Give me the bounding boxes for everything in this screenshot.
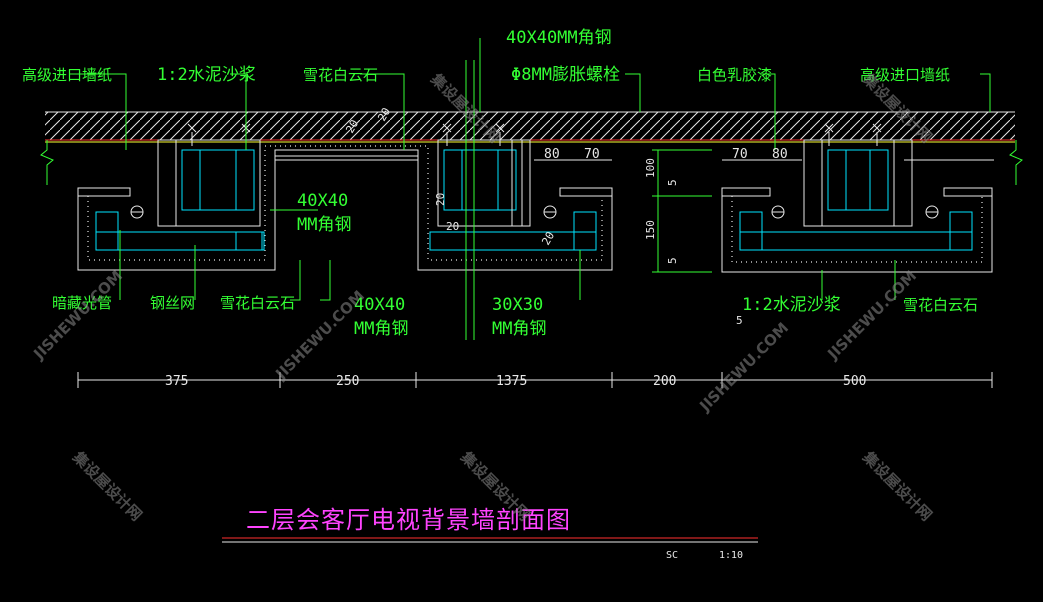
scale-value: 1:10 (719, 550, 743, 561)
dim-20-c: 20 (446, 220, 459, 233)
dimension-labels: 375 250 1375 200 500 80 70 70 80 100 150… (165, 106, 866, 389)
label-marble-bottom-right: 雪花白云石 (903, 296, 978, 314)
right-box-section (721, 123, 993, 273)
label-cement-mortar-top: 1:2水泥沙浆 (157, 65, 256, 85)
label-angle-steel-small-1: 30X30 (492, 295, 543, 315)
dim-20-d: 20 (434, 193, 447, 206)
label-latex-paint: 白色乳胶漆 (697, 66, 772, 84)
dim-150: 150 (644, 220, 657, 240)
leader-lines (70, 38, 991, 340)
ceiling-slab (40, 111, 1023, 185)
dim-5b: 5 (666, 257, 679, 264)
dim-250: 250 (336, 374, 359, 389)
dim-100: 100 (644, 158, 657, 178)
dim-20-a: 20 (343, 118, 361, 136)
dim-80-left: 80 (544, 147, 560, 162)
dim-5c: 5 (736, 314, 743, 327)
dim-70-left: 70 (584, 147, 600, 162)
label-angle-steel-bottom-2: MM角钢 (354, 319, 408, 339)
watermark-en: JISHEWU.COM (695, 319, 792, 416)
label-angle-steel-top: 40X40MM角钢 (506, 28, 612, 48)
label-marble-top: 雪花白云石 (303, 66, 378, 84)
dim-20-e: 20 (539, 230, 557, 248)
label-angle-steel-bottom-1: 40X40 (354, 295, 405, 315)
label-wallpaper-left: 高级进口墙纸 (22, 66, 112, 84)
dim-200: 200 (653, 374, 676, 389)
label-angle-steel-small-2: MM角钢 (492, 319, 546, 339)
title-block: 二层会客厅电视背景墙剖面图 SC 1:10 (222, 506, 758, 561)
dim-20-b: 20 (375, 106, 393, 124)
label-anchor-bolt: Φ8MM膨胀螺栓 (511, 65, 620, 85)
watermark-cn: 集设屋设计网 (858, 447, 935, 524)
watermark-en: JISHEWU.COM (823, 267, 920, 364)
dim-500: 500 (843, 374, 866, 389)
dim-1375: 1375 (496, 374, 527, 389)
annotations: 40X40MM角钢 高级进口墙纸 1:2水泥沙浆 雪花白云石 Φ8MM膨胀螺栓 … (22, 28, 978, 339)
label-hidden-light: 暗藏光管 (52, 294, 112, 312)
left-box-section (77, 123, 613, 271)
dim-80-right: 80 (772, 147, 788, 162)
scale-label: SC (666, 550, 678, 561)
label-wire-mesh: 钢丝网 (150, 294, 195, 312)
label-angle-steel-mid-1: 40X40 (297, 191, 348, 211)
label-angle-steel-mid-2: MM角钢 (297, 215, 351, 235)
watermark-cn: 集设屋设计网 (68, 447, 145, 524)
label-cement-mortar-bottom: 1:2水泥沙浆 (742, 295, 841, 315)
dim-375: 375 (165, 374, 188, 389)
dim-70-right: 70 (732, 147, 748, 162)
dim-5a: 5 (666, 179, 679, 186)
drawing-title: 二层会客厅电视背景墙剖面图 (246, 506, 571, 534)
label-marble-bottom-left: 雪花白云石 (220, 294, 295, 312)
label-wallpaper-right: 高级进口墙纸 (860, 66, 950, 84)
dimension-chain (77, 159, 994, 388)
watermark-en: JISHEWU.COM (29, 267, 126, 364)
